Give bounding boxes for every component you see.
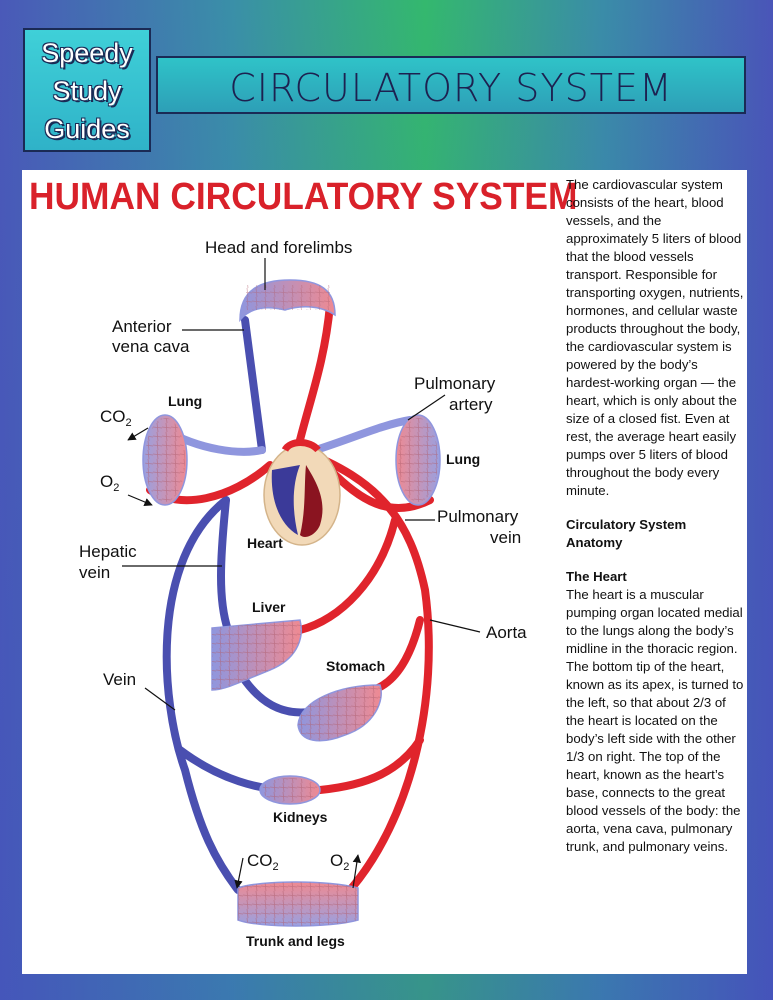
- brand-line-2: Study: [52, 76, 122, 106]
- o2-left-text: O: [100, 472, 113, 491]
- label-hepatic-1: Hepatic: [79, 542, 137, 561]
- trunk-legs-texture: [238, 882, 358, 926]
- section-title-line-2: Anatomy: [566, 535, 623, 550]
- heart-organ: [263, 439, 341, 546]
- lung-left-texture: [145, 418, 185, 502]
- o2-left-arrow: [127, 494, 153, 506]
- left-vein: [162, 496, 242, 894]
- brand-line-3: Guides: [44, 114, 130, 144]
- stomach-texture: [298, 685, 382, 741]
- label-anterior-1: Anterior: [112, 317, 172, 336]
- label-anterior-2: vena cava: [112, 337, 190, 356]
- label-pulmonary-artery-2: artery: [449, 395, 493, 414]
- pointer-lines: [122, 258, 481, 889]
- vein-pointer: [144, 687, 176, 711]
- hepatic-vein: [217, 496, 232, 634]
- description-column: The cardiovascular system consists of th…: [566, 176, 744, 872]
- label-lung-right: Lung: [446, 451, 480, 467]
- kidney-artery: [316, 736, 424, 794]
- label-o2-bottom: O2: [330, 851, 349, 873]
- label-co2-bottom: CO2: [247, 851, 279, 873]
- pulmonary-artery-pointer: [407, 394, 446, 421]
- cover-title-box: CIRCULATORY SYSTEM: [156, 56, 746, 114]
- stomach-artery: [374, 616, 424, 692]
- co2-left-arrow: [127, 427, 149, 441]
- co2-bottom-arrow: [234, 857, 244, 889]
- kidneys-texture: [262, 778, 318, 802]
- intro-paragraph: The cardiovascular system consists of th…: [566, 177, 744, 498]
- label-trunk-legs: Trunk and legs: [246, 933, 345, 949]
- label-co2-left: CO2: [100, 407, 132, 429]
- cover-title: CIRCULATORY SYSTEM: [229, 66, 673, 110]
- brand-line-1: Speedy: [41, 38, 133, 68]
- label-hepatic-2: vein: [79, 563, 110, 582]
- label-pulmonary-vein-1: Pulmonary: [437, 507, 519, 526]
- liver-artery: [296, 516, 399, 634]
- page-heading: HUMAN CIRCULATORY SYSTEM: [29, 176, 578, 218]
- heart-paragraph: The heart is a muscular pumping organ lo…: [566, 587, 744, 854]
- co2-bottom-text: CO: [247, 851, 273, 870]
- lung-right-texture: [398, 418, 438, 502]
- liver-texture: [212, 620, 302, 690]
- label-heart: Heart: [247, 535, 283, 551]
- label-liver: Liver: [252, 599, 286, 615]
- o2-bottom-arrow: [352, 854, 362, 889]
- label-aorta: Aorta: [486, 623, 527, 642]
- label-pulmonary-artery-1: Pulmonary: [414, 374, 496, 393]
- brand-logo: Speedy Study Guides: [23, 28, 151, 152]
- circulatory-diagram: Head and forelimbs Anterior vena cava Lu…: [79, 238, 527, 949]
- heart-section-title: The Heart: [566, 569, 627, 584]
- aorta-vessel: [296, 446, 433, 894]
- label-o2-left: O2: [100, 472, 119, 494]
- label-kidneys: Kidneys: [273, 809, 328, 825]
- label-vein: Vein: [103, 670, 136, 689]
- o2-left-sub: 2: [113, 482, 119, 494]
- aorta-pointer: [429, 619, 481, 633]
- label-stomach: Stomach: [326, 658, 385, 674]
- co2-left-sub: 2: [126, 417, 132, 429]
- co2-bottom-sub: 2: [273, 861, 279, 873]
- o2-bottom-text: O: [330, 851, 343, 870]
- o2-bottom-sub: 2: [343, 861, 349, 873]
- carotid-artery: [296, 301, 334, 444]
- label-lung-left: Lung: [168, 393, 202, 409]
- co2-left-text: CO: [100, 407, 126, 426]
- label-head-forelimbs: Head and forelimbs: [205, 238, 352, 257]
- section-title-line-1: Circulatory System: [566, 517, 687, 532]
- head-capillary-texture: [246, 285, 330, 310]
- label-pulmonary-vein-2: vein: [490, 528, 521, 547]
- anterior-vena-cava: [241, 316, 266, 454]
